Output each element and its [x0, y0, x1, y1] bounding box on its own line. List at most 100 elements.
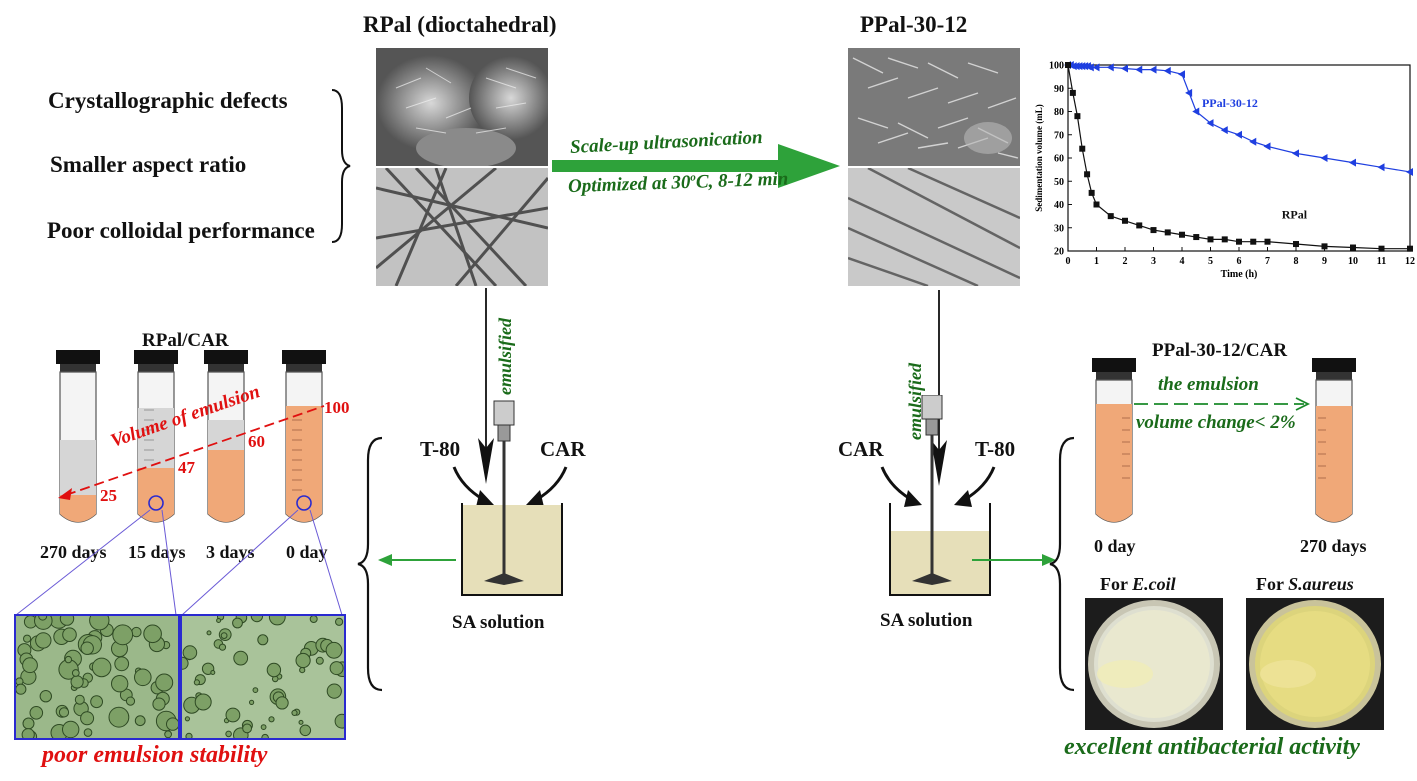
droplet — [35, 632, 52, 649]
y-tick-label: 60 — [1054, 154, 1064, 165]
ppal-day-label-270: 270 days — [1300, 536, 1367, 556]
emulsion-annotation-2: volume change< 2% — [1136, 412, 1296, 433]
droplet — [184, 716, 190, 722]
properties-brace — [331, 89, 351, 243]
droplet — [16, 683, 27, 695]
sa-solution-label-left: SA solution — [452, 612, 545, 633]
tube-value-100: 100 — [324, 398, 350, 417]
data-point — [1065, 62, 1071, 68]
property-aspect-ratio: Smaller aspect ratio — [50, 152, 247, 177]
droplet — [155, 673, 174, 692]
data-point — [1178, 70, 1185, 79]
data-point — [1069, 89, 1076, 96]
rpal-sem-image — [376, 48, 548, 166]
rpal-car-title: RPal/CAR — [142, 330, 229, 351]
plate-label-saureus: For S.aureus — [1256, 574, 1354, 594]
data-point — [1179, 231, 1185, 238]
data-point — [1163, 66, 1171, 75]
tube-value-47: 47 — [178, 458, 195, 477]
tube-270-days — [56, 350, 100, 523]
droplet — [182, 656, 189, 670]
droplet — [249, 699, 255, 706]
t80-label-left: T-80 — [420, 437, 461, 461]
droplet — [90, 695, 103, 709]
beaker-to-ppal-arrow — [972, 554, 1056, 566]
droplet — [22, 657, 38, 674]
droplet — [83, 728, 93, 737]
droplet — [39, 690, 52, 703]
droplet — [295, 652, 311, 669]
droplet — [70, 675, 84, 689]
car-label-right: CAR — [838, 437, 884, 461]
droplet — [91, 657, 112, 678]
zoom-lines — [15, 509, 343, 616]
droplet — [268, 716, 275, 723]
droplet — [298, 719, 304, 725]
droplet — [275, 696, 289, 710]
day-label-3: 3 days — [206, 542, 255, 562]
droplet — [185, 732, 193, 738]
ppal-title: PPal-30-12 — [860, 12, 968, 37]
data-point — [1149, 65, 1157, 74]
emulsified-label-left: emulsified — [495, 318, 515, 395]
beaker-left — [452, 400, 568, 596]
droplet — [232, 617, 243, 629]
data-point — [1135, 65, 1143, 74]
droplet — [299, 667, 306, 674]
data-point — [1092, 63, 1100, 72]
tube-15-days — [134, 350, 178, 523]
droplet — [266, 662, 282, 678]
droplet — [225, 707, 241, 723]
x-tick-label: 3 — [1151, 256, 1156, 267]
data-point — [1136, 222, 1143, 229]
beaker-to-rpal-arrow — [378, 554, 456, 566]
series-label-ppal: PPal-30-12 — [1202, 96, 1258, 110]
droplet — [125, 696, 136, 706]
emulsion-micrograph-15-days — [14, 614, 180, 740]
droplet — [134, 715, 146, 727]
x-tick-label: 0 — [1066, 256, 1071, 267]
droplet — [80, 711, 95, 726]
droplet — [74, 694, 85, 705]
droplet — [220, 632, 228, 640]
ppal-tem-image — [848, 168, 1020, 286]
petri-dish-saureus — [1246, 598, 1384, 730]
droplet — [111, 674, 129, 693]
droplet — [325, 641, 343, 659]
droplet — [218, 643, 227, 651]
x-tick-label: 4 — [1180, 256, 1185, 267]
data-point — [1407, 245, 1413, 252]
x-tick-label: 11 — [1377, 256, 1386, 267]
droplet — [131, 626, 142, 638]
petri-dish-ecoli — [1085, 598, 1223, 730]
ultrasonication-arrow — [552, 144, 840, 188]
data-point — [1221, 236, 1228, 243]
droplet — [21, 728, 35, 738]
droplet — [71, 669, 80, 677]
droplet — [22, 717, 35, 730]
droplet — [257, 634, 269, 646]
droplet — [194, 693, 212, 711]
series-label-rpal: RPal — [1282, 207, 1308, 221]
data-point — [1263, 142, 1271, 151]
data-point — [1074, 113, 1081, 120]
data-point — [1185, 88, 1193, 97]
y-tick-label: 50 — [1054, 177, 1064, 188]
t80-label-right: T-80 — [975, 437, 1016, 461]
data-point — [1150, 227, 1157, 234]
sa-solution-label-right: SA solution — [880, 610, 973, 631]
down-arrow-right — [931, 290, 947, 486]
tube-ppal-0-day — [1092, 358, 1136, 523]
droplet — [89, 616, 110, 631]
data-point — [1377, 163, 1385, 172]
droplet — [112, 624, 134, 646]
droplet — [309, 616, 318, 623]
data-point — [1250, 238, 1257, 245]
ppal-car-title: PPal-30-12/CAR — [1152, 340, 1288, 361]
data-point — [1084, 171, 1091, 178]
data-point — [1292, 149, 1299, 158]
y-tick-label: 80 — [1054, 107, 1064, 118]
y-tick-label: 40 — [1054, 200, 1064, 211]
droplet — [326, 683, 342, 699]
